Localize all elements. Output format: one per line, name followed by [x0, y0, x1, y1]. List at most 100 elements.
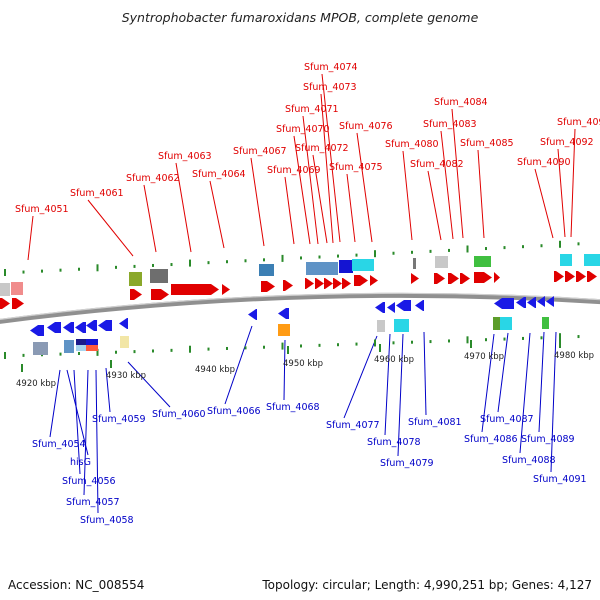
- function-box: [11, 282, 23, 295]
- reverse-gene-arrow: [527, 297, 536, 308]
- forward-gene-arrow: [460, 273, 470, 284]
- reverse-gene-arrow: [387, 302, 395, 313]
- reverse-gene-label: Sfum_4086: [464, 434, 518, 445]
- upper-tick: [411, 250, 413, 254]
- forward-callout-line: [346, 173, 356, 243]
- lower-tick: [337, 343, 339, 347]
- reverse-callout-line: [127, 361, 171, 408]
- reverse-callout-line: [224, 325, 253, 405]
- reverse-callout-line: [397, 333, 404, 457]
- forward-gene-arrow: [554, 271, 564, 282]
- callout-lines: [27, 73, 576, 514]
- reverse-gene-arrow: [396, 300, 411, 311]
- map-title: Syntrophobacter fumaroxidans MPOB, compl…: [122, 10, 479, 25]
- forward-gene-label: Sfum_4084: [434, 97, 488, 108]
- lower-tick: [392, 341, 395, 345]
- tick-marks: [4, 240, 580, 359]
- upper-tick: [355, 253, 358, 257]
- function-box: [150, 269, 168, 283]
- scale-tick: [287, 346, 289, 354]
- forward-gene-arrow: [370, 275, 378, 286]
- genome-summary-text: Topology: circular; Length: 4,990,251 bp…: [262, 578, 592, 592]
- function-box: [500, 317, 512, 330]
- function-box: [435, 256, 448, 268]
- reverse-gene-arrow: [375, 302, 385, 313]
- upper-tick: [448, 248, 450, 252]
- reverse-callout-line: [49, 369, 61, 438]
- function-box: [352, 259, 374, 271]
- forward-callout-line: [293, 135, 311, 245]
- function-box: [33, 342, 48, 355]
- lower-tick: [559, 333, 561, 341]
- lower-tick: [318, 343, 321, 347]
- scale-label: 4920 kbp: [16, 379, 56, 389]
- scale-label: 4980 kbp: [554, 351, 594, 361]
- reverse-gene-arrow: [516, 297, 526, 308]
- function-box: [493, 317, 500, 330]
- reverse-gene-label: Sfum_4056: [62, 476, 116, 487]
- lower-tick: [22, 353, 25, 357]
- reverse-gene-label: Sfum_4066: [207, 406, 261, 417]
- upper-tick: [559, 240, 561, 248]
- scale-tick: [379, 344, 381, 352]
- function-box: [86, 339, 98, 345]
- forward-gene-arrow: [12, 298, 24, 309]
- forward-gene-arrow: [333, 278, 342, 289]
- forward-callout-line: [477, 149, 485, 239]
- forward-gene-arrow: [283, 280, 293, 291]
- reverse-callout-line: [481, 333, 495, 433]
- lower-tick: [281, 342, 284, 350]
- function-box: [0, 283, 10, 296]
- lower-tick: [115, 350, 117, 354]
- upper-tick: [4, 269, 6, 276]
- lower-tick: [448, 339, 450, 343]
- reverse-callout-line: [83, 369, 89, 496]
- function-box: [86, 345, 98, 351]
- reverse-gene-label: Sfum_4057: [66, 497, 120, 508]
- function-box: [129, 272, 142, 286]
- backbone-line: [0, 292, 600, 324]
- reverse-gene-label: Sfum_4077: [326, 420, 380, 431]
- reverse-gene-arrow: [494, 298, 514, 309]
- forward-callout-line: [427, 170, 442, 241]
- forward-gene-arrow: [494, 272, 500, 283]
- reverse-gene-label: Sfum_4079: [380, 458, 434, 469]
- upper-tick: [170, 263, 173, 267]
- forward-gene-label: Sfum_4083: [423, 119, 477, 130]
- forward-gene-arrow: [0, 298, 10, 309]
- forward-gene-arrow: [448, 273, 459, 284]
- forward-gene-label: Sfum_4063: [158, 151, 212, 162]
- reverse-gene-arrow: [415, 300, 424, 311]
- reverse-gene-arrow: [47, 322, 61, 333]
- forward-gene-label: Sfum_4080: [385, 139, 439, 150]
- reverse-gene-label: hisG: [70, 457, 91, 468]
- genome-backbone: [0, 292, 600, 324]
- upper-tick: [522, 245, 524, 249]
- reverse-gene-label: Sfum_4081: [408, 417, 462, 428]
- function-box: [76, 339, 86, 345]
- forward-gene-label: Sfum_4074: [304, 62, 358, 73]
- scale-label: 4960 kbp: [374, 355, 414, 365]
- function-boxes: [0, 254, 600, 355]
- reverse-callout-line: [497, 332, 509, 413]
- upper-tick: [115, 265, 117, 269]
- forward-gene-arrow: [576, 271, 586, 282]
- reverse-callout-line: [423, 331, 427, 416]
- accession-text: Accession: NC_008554: [8, 578, 145, 592]
- lower-tick: [300, 344, 302, 348]
- forward-gene-arrow: [434, 273, 445, 284]
- forward-gene-arrow: [261, 281, 275, 292]
- forward-gene-label: Sfum_4092: [540, 137, 594, 148]
- reverse-gene-label: Sfum_4059: [92, 414, 146, 425]
- reverse-gene-arrow: [63, 322, 74, 333]
- function-box: [339, 260, 353, 273]
- forward-gene-arrow: [565, 271, 575, 282]
- function-box: [377, 320, 385, 332]
- backbone-highlight: [0, 292, 600, 320]
- forward-gene-arrow: [324, 278, 333, 289]
- lower-tick: [4, 352, 6, 359]
- upper-tick: [41, 269, 43, 273]
- reverse-gene-label: Sfum_4087: [480, 414, 534, 425]
- scale-tick: [110, 360, 112, 368]
